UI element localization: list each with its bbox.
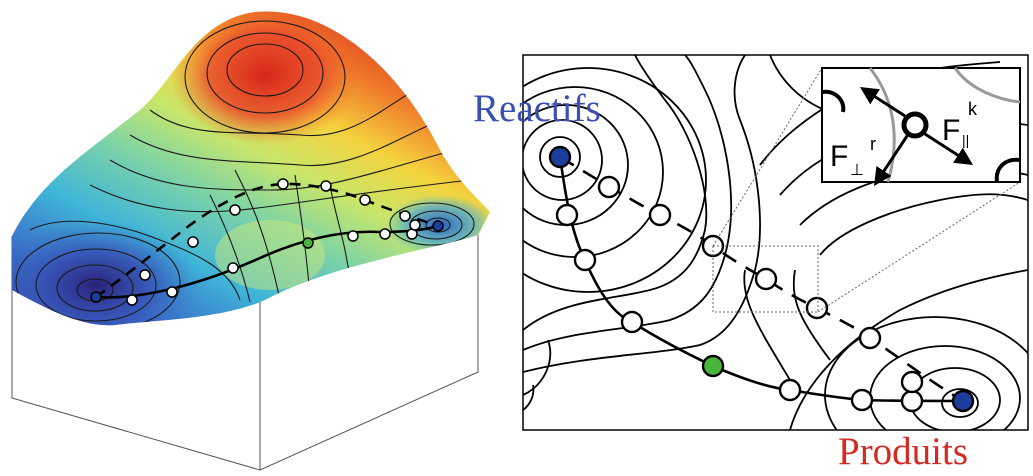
force-parallel-subscript: ||	[962, 132, 969, 148]
contour-map-frame	[522, 54, 1029, 431]
force-inset: F || k F ⊥ r	[821, 67, 1021, 187]
contour-map-panel: F || k F ⊥ r	[522, 54, 1029, 431]
force-perp-symbol: F	[830, 140, 848, 173]
zoom-connectors	[712, 67, 1021, 313]
inset-neighbor-arcs	[821, 89, 1021, 183]
force-perp-superscript: r	[870, 134, 876, 154]
map-climbing-node	[701, 354, 725, 378]
force-perp-subscript: ⊥	[850, 162, 864, 179]
force-parallel-symbol: F	[942, 114, 960, 147]
reactants-label: Reactifs	[473, 87, 601, 130]
surface-path-nodes	[90, 178, 444, 306]
products-label: Produits	[838, 430, 969, 473]
surface-product-node	[432, 220, 444, 232]
map-product-node	[951, 389, 975, 413]
map-reactant-node	[548, 145, 572, 169]
surface-3d-panel	[11, 11, 490, 471]
surface-contours	[15, 20, 475, 326]
inset-image-node	[901, 111, 929, 139]
minimum-energy-path	[95, 224, 439, 299]
bounding-box	[11, 235, 479, 471]
maximum-region	[170, 11, 360, 145]
surface-climbing-node	[302, 237, 314, 249]
force-parallel-superscript: k	[968, 99, 978, 119]
surface-reactant-node	[90, 291, 102, 303]
force-parallel-label: F || k	[942, 99, 978, 148]
zoom-region-box	[712, 245, 819, 313]
force-perp-label: F ⊥ r	[830, 134, 876, 179]
force-arrows	[859, 87, 974, 187]
